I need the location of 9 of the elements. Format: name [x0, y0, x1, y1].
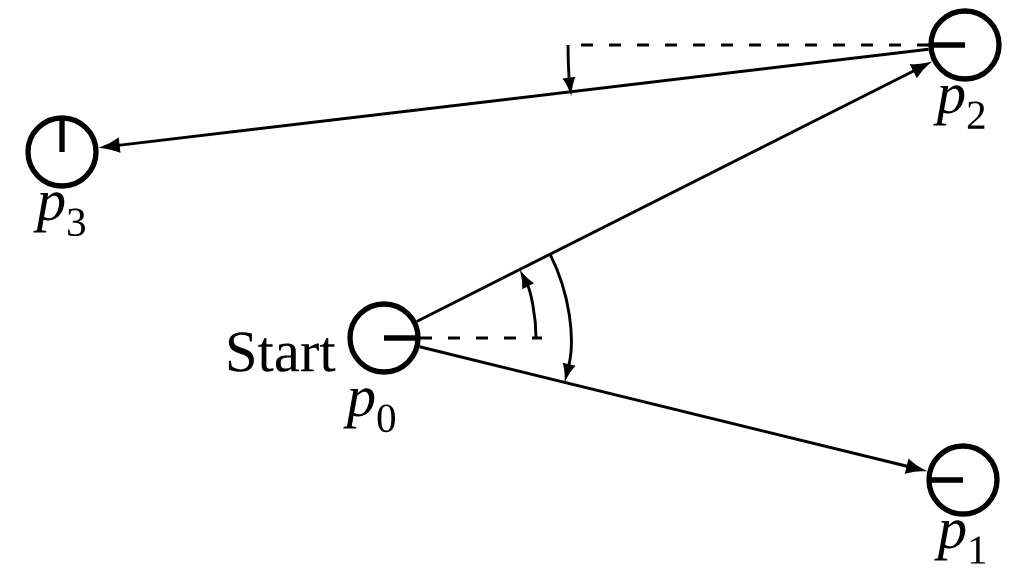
point-label: p$_{2}$ [933, 85, 985, 129]
position-circle [928, 8, 1002, 82]
start-label: Start [228, 332, 336, 372]
point-label: p$_{0}$ [343, 388, 396, 433]
position-circle [926, 443, 1000, 517]
position-circle [25, 115, 99, 189]
point-label: p$_{1}$ [934, 520, 986, 564]
point-label: p$_{3}$ [33, 192, 85, 237]
position-circle [347, 301, 421, 375]
